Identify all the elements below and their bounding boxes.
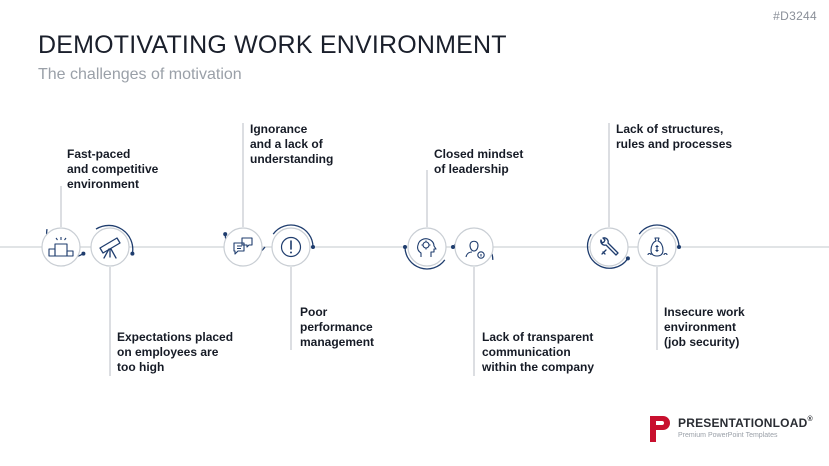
person-info-icon [465, 240, 485, 259]
node-brain-head [403, 227, 447, 270]
slide-subtitle: The challenges of motivation [38, 66, 242, 83]
money-bag-icon [647, 237, 668, 257]
node-speech [223, 227, 266, 267]
node-tools [586, 227, 630, 269]
label-fast-paced: Fast-paced and competitive environment [67, 147, 159, 191]
logo-brand-bold: PRESENTATION [678, 416, 773, 430]
logo-brand: PRESENTATIONLOAD® [678, 416, 813, 430]
speech-bubbles-icon [233, 237, 253, 255]
label-lack-transparency: Lack of transparent communication within… [482, 330, 595, 374]
logo-registered: ® [807, 416, 813, 423]
brain-head-icon [417, 238, 437, 257]
telescope-icon [99, 237, 121, 259]
presentationload-logo: PRESENTATIONLOAD® Premium PowerPoint Tem… [648, 412, 813, 446]
exclamation-icon [280, 236, 302, 258]
logo-mark-icon [650, 416, 670, 442]
template-code: #D3244 [773, 9, 817, 23]
label-ignorance: Ignorance and a lack of understanding [250, 122, 334, 166]
slide-title: DEMOTIVATING WORK ENVIRONMENT [38, 31, 507, 59]
label-poor-performance: Poor performance management [300, 305, 375, 349]
node-person-info [451, 227, 494, 267]
logo-tagline: Premium PowerPoint Templates [678, 432, 778, 439]
label-closed-mindset: Closed mindset of leadership [434, 147, 524, 176]
label-lack-structures: Lack of structures, rules and processes [616, 122, 733, 151]
connector-lines [60, 123, 658, 376]
node-money-bag [637, 224, 681, 267]
podium-icon [48, 237, 74, 257]
tools-icon [600, 237, 619, 256]
node-exclamation [271, 224, 315, 267]
label-expectations: Expectations placed on employees are too… [117, 330, 234, 374]
node-podium [41, 227, 86, 267]
node-telescope [90, 224, 135, 267]
logo-brand-load: LOAD [772, 416, 808, 430]
label-insecure-work: Insecure work environment (job security) [664, 305, 745, 349]
